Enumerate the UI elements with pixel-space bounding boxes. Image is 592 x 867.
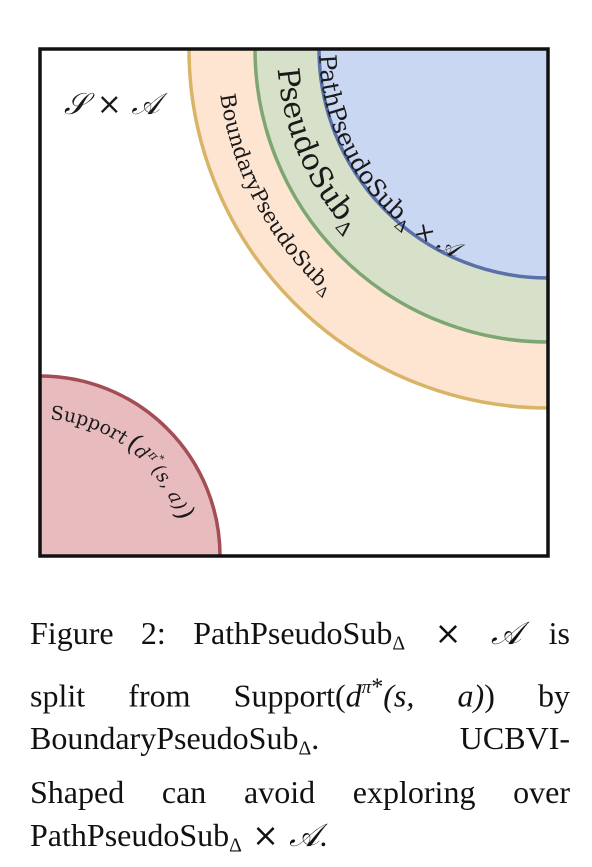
state-action-space-box: [38, 47, 550, 558]
caption-line-5: PathPseudoSubΔ × 𝒜.: [30, 815, 328, 857]
caption-line-4: Shaped can avoid exploring over: [30, 773, 570, 810]
caption-line-1: Figure 2: PathPseudoSubΔ × 𝒜 is: [30, 614, 570, 655]
caption-line-3: BoundaryPseudoSubΔ. UCBVI-: [30, 719, 570, 760]
support-region: [40, 374, 222, 556]
path-region: [317, 49, 548, 280]
figure-caption: Figure 2: PathPseudoSubΔ × 𝒜 is split fr…: [30, 612, 570, 867]
caption-line-2: split from Support(dπ*(s, a)) by: [30, 673, 570, 713]
state-action-label: 𝒮 × 𝒜: [64, 87, 168, 122]
